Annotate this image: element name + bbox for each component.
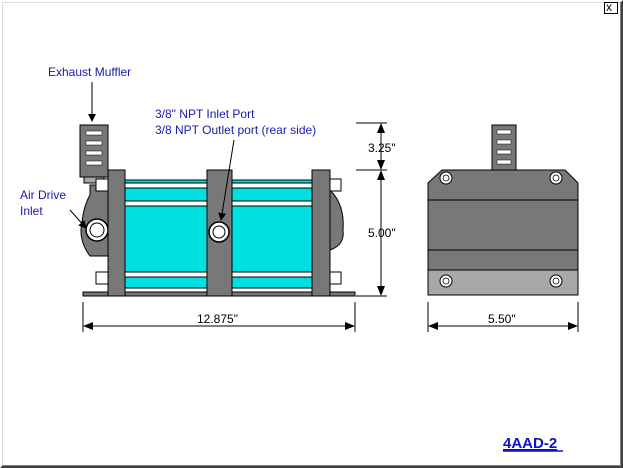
close-icon: x (606, 0, 612, 14)
end-nut (439, 274, 453, 288)
side-view (69, 82, 387, 332)
air-drive-label-line2: Inlet (20, 204, 43, 218)
exhaust-muffler-label: Exhaust Muffler (48, 65, 131, 79)
nut (95, 178, 109, 192)
pump-cylinder (231, 179, 313, 289)
nut (95, 271, 109, 285)
end-nut (439, 171, 453, 185)
nut (329, 271, 342, 285)
end-nut (549, 274, 563, 288)
end-nut (549, 171, 563, 185)
air-drive-leader (69, 209, 87, 229)
length-dimension: 12.875" (197, 312, 238, 326)
air-drive-label-line1: Air Drive (20, 188, 66, 202)
nut (329, 178, 342, 192)
model-number-link[interactable]: 4AAD-2 (503, 435, 557, 452)
right-end-plate (311, 169, 331, 297)
drive-cylinder (124, 179, 208, 289)
body-height-dimension: 5.00" (368, 226, 396, 240)
outlet-port-label: 3/8 NPT Outlet port (rear side) (155, 123, 316, 137)
width-dimension: 5.50" (488, 312, 516, 326)
muffler-height-dimension: 3.25" (368, 141, 396, 155)
close-button[interactable]: x (604, 0, 618, 14)
inlet-port-leader (218, 139, 235, 221)
left-end-plate (107, 169, 126, 297)
end-view (427, 124, 579, 332)
inlet-port-label: 3/8" NPT Inlet Port (155, 107, 255, 121)
outlet-cap (329, 188, 344, 251)
